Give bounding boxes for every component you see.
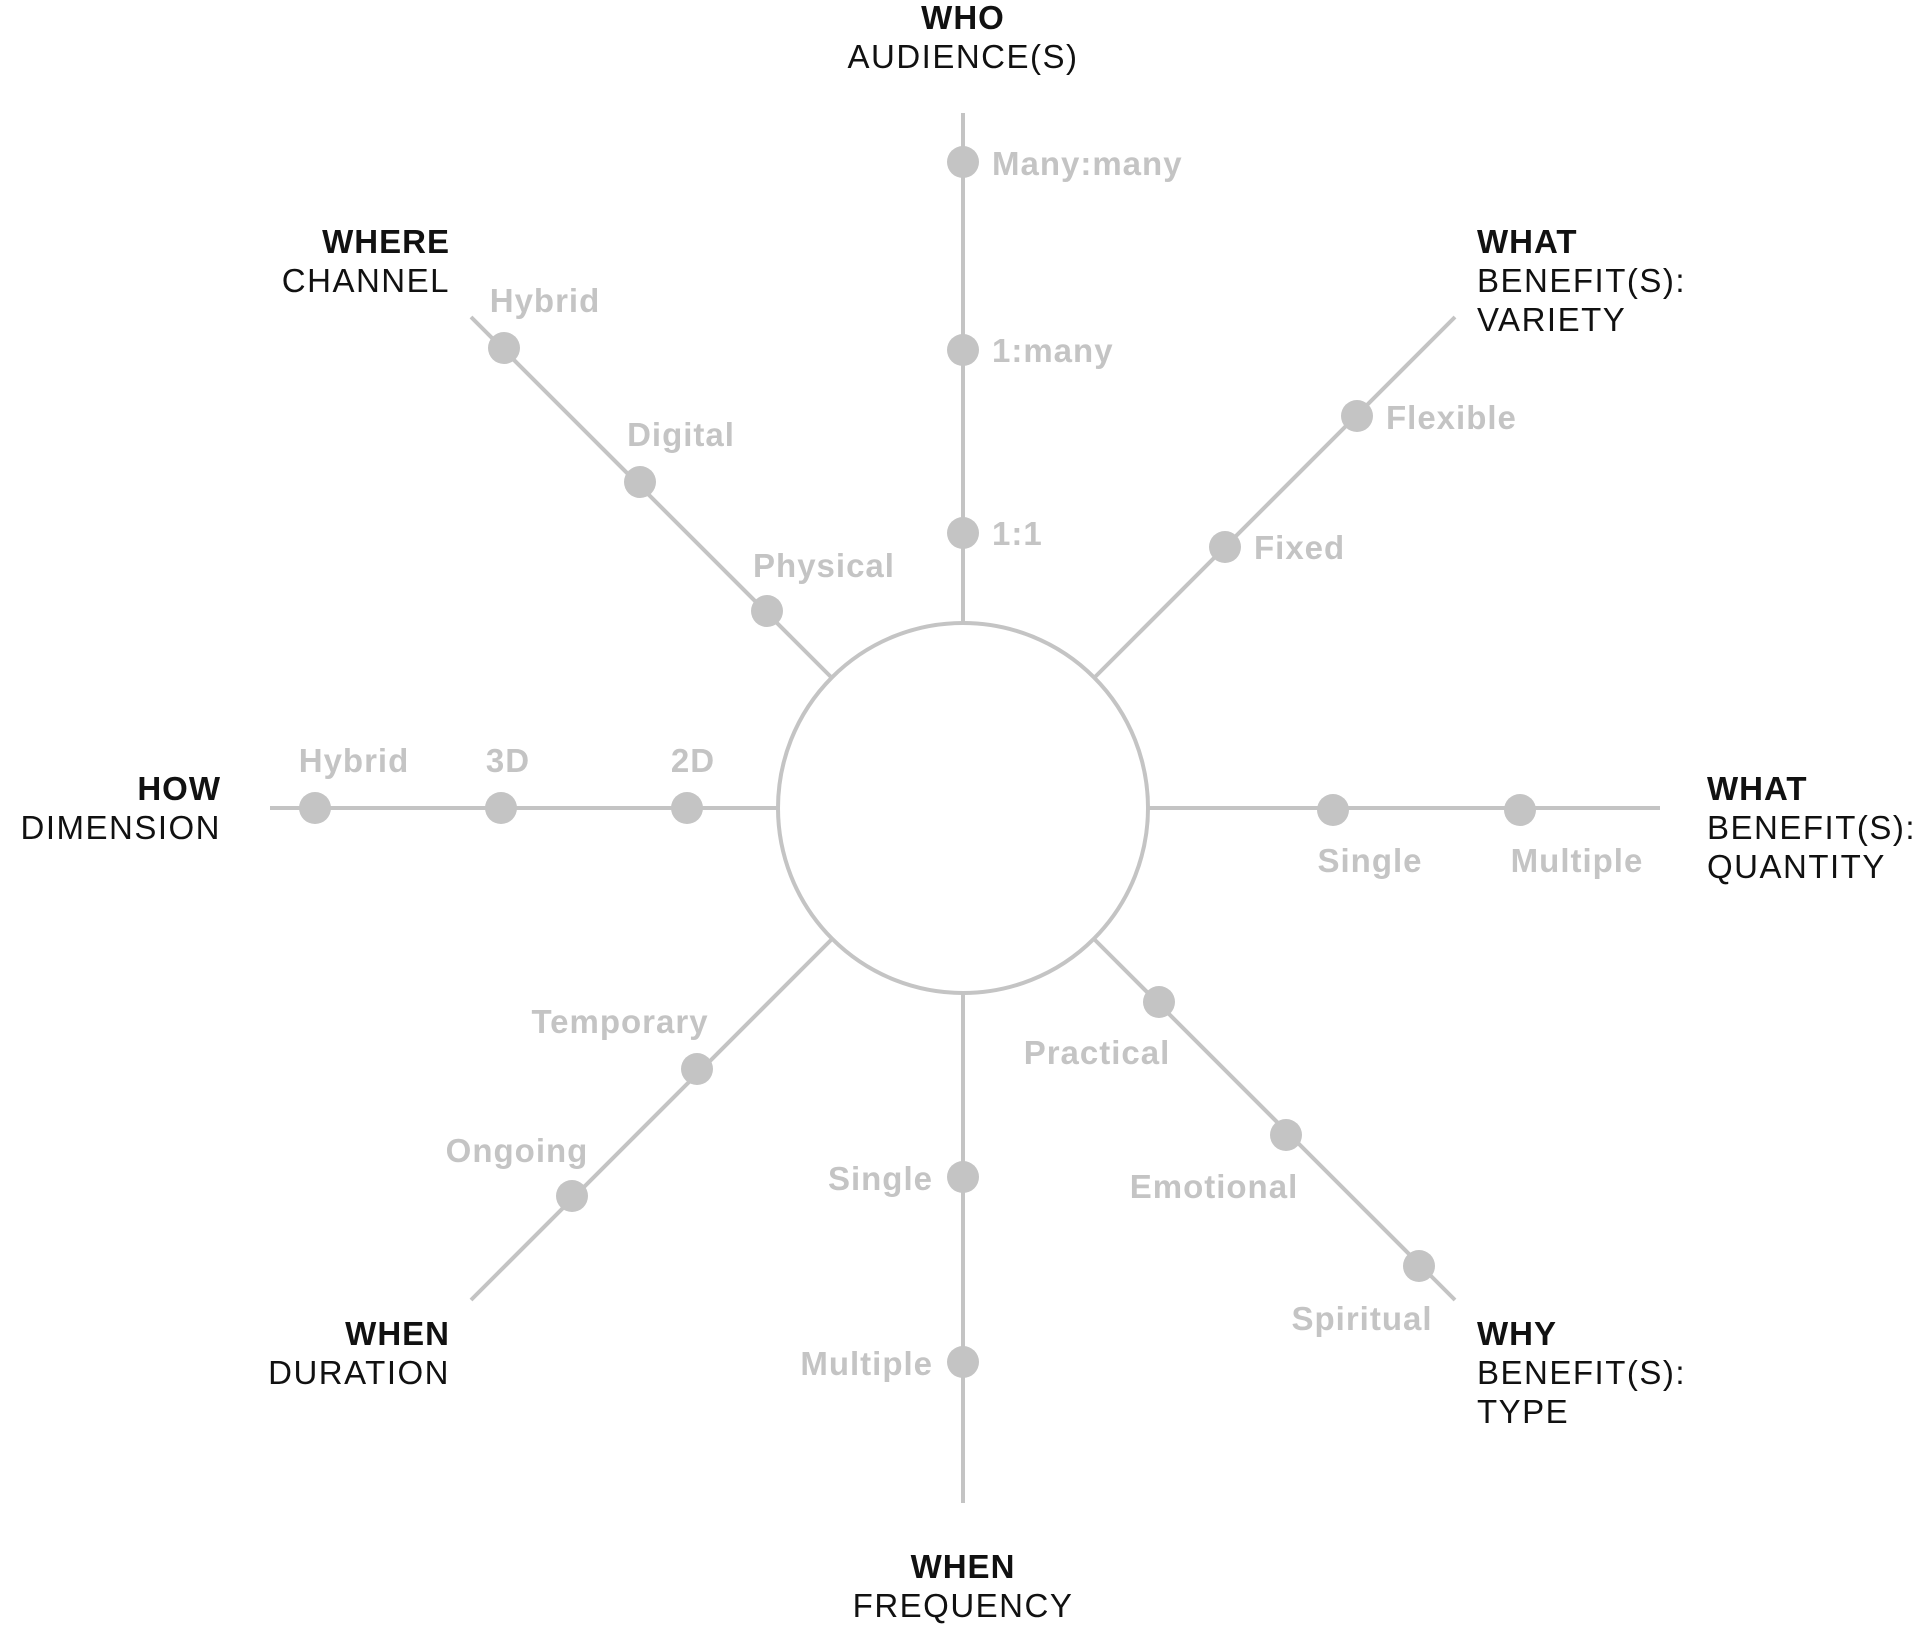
category-sub: TYPE	[1477, 1393, 1569, 1430]
hub-circle	[776, 621, 1150, 995]
option-dot	[947, 334, 979, 366]
category-label-what-variety: WHAT BENEFIT(S): VARIETY	[1477, 223, 1686, 338]
category-label-when-frequency: WHEN FREQUENCY	[853, 1548, 1074, 1624]
category-label-who: WHO AUDIENCE(S)	[847, 0, 1078, 75]
category-sub: FREQUENCY	[853, 1587, 1074, 1624]
option-dot	[751, 595, 783, 627]
category-sub: CHANNEL	[282, 262, 450, 299]
category-label-why: WHY BENEFIT(S): TYPE	[1477, 1315, 1686, 1430]
category-label-how: HOW DIMENSION	[20, 770, 221, 846]
category-key: WHY	[1477, 1315, 1557, 1352]
option-dot	[947, 1346, 979, 1378]
option-dot	[1341, 400, 1373, 432]
category-key: WHAT	[1707, 770, 1808, 807]
category-key: WHAT	[1477, 223, 1578, 260]
category-sub: VARIETY	[1477, 301, 1626, 338]
axis-line-what-variety	[1093, 315, 1457, 679]
option-dot	[299, 792, 331, 824]
category-sub: BENEFIT(S):	[1477, 1354, 1686, 1391]
category-key: WHO	[921, 0, 1005, 36]
category-key: WHERE	[322, 223, 450, 260]
option-dot	[1504, 794, 1536, 826]
category-key: WHEN	[345, 1315, 450, 1352]
option-dot	[1143, 986, 1175, 1018]
option-label: Hybrid	[490, 282, 601, 319]
option-label: Multiple	[800, 1345, 933, 1382]
option-label: Practical	[1024, 1034, 1171, 1071]
option-label: Emotional	[1130, 1168, 1299, 1205]
option-label: Temporary	[531, 1003, 708, 1040]
option-dot	[1317, 794, 1349, 826]
option-label: Single	[828, 1160, 933, 1197]
option-label: Flexible	[1386, 399, 1517, 436]
category-label-when-duration: WHEN DURATION	[268, 1315, 450, 1391]
category-sub: DIMENSION	[20, 809, 221, 846]
option-dot	[556, 1180, 588, 1212]
option-label: Spiritual	[1291, 1300, 1432, 1337]
option-label: 2D	[671, 742, 715, 779]
option-label: 3D	[486, 742, 530, 779]
category-sub: QUANTITY	[1707, 848, 1886, 885]
option-dot	[485, 792, 517, 824]
option-label: Single	[1317, 842, 1422, 879]
option-label: Digital	[627, 416, 735, 453]
option-label: Physical	[753, 547, 895, 584]
option-dot	[488, 332, 520, 364]
axis-line-when-duration	[469, 938, 833, 1302]
option-dot	[1270, 1119, 1302, 1151]
category-sub: AUDIENCE(S)	[847, 38, 1078, 75]
option-label: 1:many	[992, 332, 1114, 369]
category-sub: BENEFIT(S):	[1477, 262, 1686, 299]
category-label-what-quantity: WHAT BENEFIT(S): QUANTITY	[1707, 770, 1916, 885]
category-key: WHEN	[911, 1548, 1016, 1585]
category-label-where: WHERE CHANNEL	[282, 223, 450, 299]
option-label: 1:1	[992, 515, 1043, 552]
option-label: Many:many	[992, 145, 1183, 182]
category-sub: DURATION	[268, 1354, 450, 1391]
option-label: Hybrid	[299, 742, 410, 779]
option-dot	[947, 146, 979, 178]
option-dot	[624, 466, 656, 498]
option-label: Multiple	[1511, 842, 1644, 879]
option-dot	[681, 1053, 713, 1085]
option-dot	[1403, 1250, 1435, 1282]
category-sub: BENEFIT(S):	[1707, 809, 1916, 846]
option-label: Fixed	[1254, 529, 1345, 566]
option-dot	[671, 792, 703, 824]
option-label: Ongoing	[446, 1132, 589, 1169]
category-key: HOW	[137, 770, 221, 807]
option-dot	[947, 1161, 979, 1193]
option-dot	[1209, 531, 1241, 563]
option-dot	[947, 517, 979, 549]
